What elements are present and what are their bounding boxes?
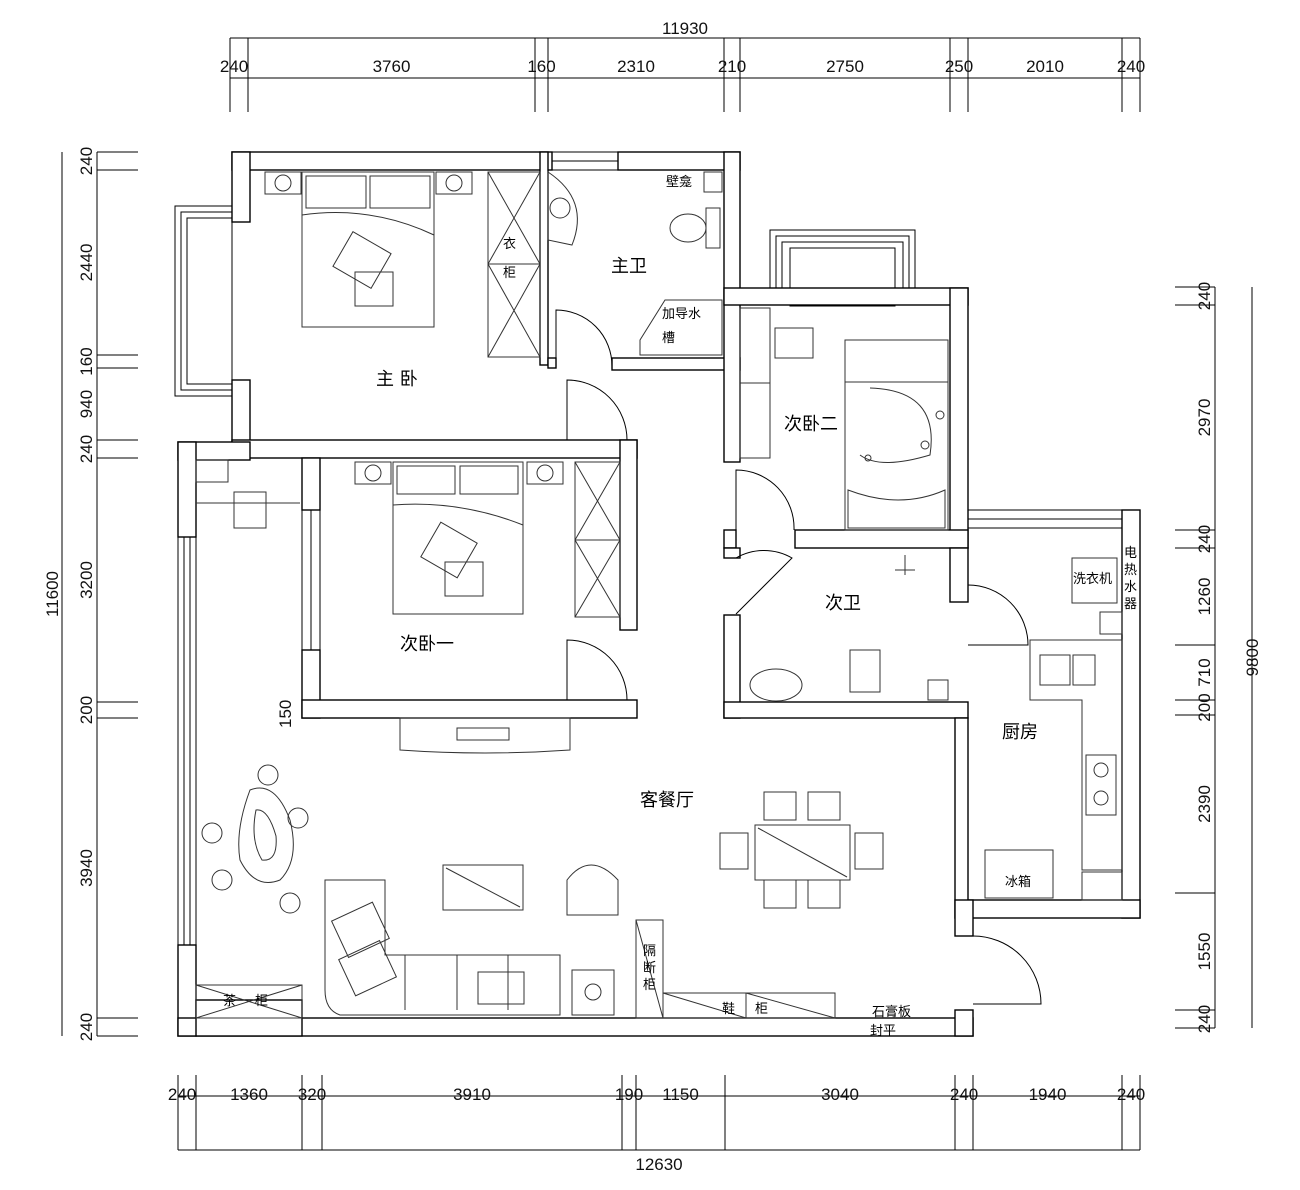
right-dimension-label: 240 — [1195, 282, 1214, 310]
top-dimension-label: 210 — [718, 57, 746, 76]
bottom-dimension-label: 240 — [1117, 1085, 1145, 1104]
partition-label-3: 柜 — [643, 978, 656, 993]
washer-label: 洗衣机 — [1073, 571, 1112, 587]
dimension-150: 150 — [276, 700, 295, 728]
left-dimension-label: 2440 — [77, 244, 96, 282]
partition-label-2: 断 — [643, 961, 656, 976]
left-dimension-label: 240 — [77, 1013, 96, 1041]
left-dimension-label: 240 — [77, 147, 96, 175]
top-dimension-label: 250 — [945, 57, 973, 76]
bottom-dimension-label: 1360 — [230, 1085, 268, 1104]
shoe-cabinet-label-2: 柜 — [755, 1002, 768, 1017]
top-total-dimension: 11930 — [662, 19, 708, 38]
gypsum-label-2: 封平 — [870, 1024, 896, 1039]
water-heater-label-4: 器 — [1124, 597, 1137, 612]
furniture — [195, 171, 1123, 1019]
bottom-total-dimension: 12630 — [635, 1155, 682, 1174]
bottom-dimension-label: 3910 — [453, 1085, 491, 1104]
tea-cabinet-label-2: 柜 — [255, 994, 268, 1009]
bottom-dimension-label: 240 — [168, 1085, 196, 1104]
left-dimension-label: 3940 — [77, 849, 96, 887]
partition-label: 隔 — [643, 944, 656, 959]
room-labels: 主 卧 主卫 次卧二 次卧一 次卫 厨房 客餐厅 — [376, 256, 1038, 811]
water-heater-label: 电 — [1124, 546, 1137, 561]
right-dimension-label: 2970 — [1195, 399, 1214, 437]
room-living-dining: 客餐厅 — [640, 790, 694, 811]
top-dimension-label: 2750 — [826, 57, 864, 76]
top-dimension-label: 2310 — [617, 57, 655, 76]
room-kitchen: 厨房 — [1002, 722, 1038, 743]
wardrobe-label: 衣 — [503, 236, 516, 252]
top-dimension-label: 240 — [1117, 57, 1145, 76]
left-dimension-label: 160 — [77, 347, 96, 375]
sink-label: 加导水 — [662, 307, 701, 322]
water-heater-label-2: 热 — [1124, 563, 1137, 578]
right-dimension-label: 1550 — [1195, 933, 1214, 971]
left-dimension-label: 940 — [77, 390, 96, 418]
shoe-cabinet-label: 鞋 — [722, 1001, 735, 1017]
room-master-bath: 主卫 — [611, 256, 647, 277]
room-bedroom-one: 次卧一 — [400, 634, 454, 655]
bottom-dimension-label: 240 — [950, 1085, 978, 1104]
left-dimension-label: 200 — [77, 696, 96, 724]
top-dimension-label: 3760 — [373, 57, 411, 76]
gypsum-label: 石膏板 — [872, 1004, 911, 1020]
left-total-dimension: 11600 — [43, 571, 62, 617]
bottom-dimension-label: 1150 — [662, 1085, 699, 1104]
room-second-bath: 次卫 — [825, 593, 861, 614]
tea-cabinet-label: 茶 — [223, 993, 236, 1009]
right-dimension-label: 1260 — [1195, 578, 1214, 616]
water-heater-label-3: 水 — [1124, 580, 1137, 595]
walls — [174, 151, 1141, 1037]
right-dimension-label: 240 — [1195, 525, 1214, 553]
bottom-dimension-label: 320 — [298, 1085, 326, 1104]
room-master-bedroom: 主 卧 — [376, 369, 418, 390]
bottom-dimension-label: 3040 — [821, 1085, 859, 1104]
bottom-dimension-label: 190 — [615, 1085, 643, 1104]
top-dimension-label: 2010 — [1026, 57, 1064, 76]
wardrobe-label-2: 柜 — [503, 266, 516, 281]
right-dimension-label: 240 — [1195, 1005, 1214, 1033]
dimension-lines: 11930 240 3760 160 2310 210 2750 250 2010 240 1263… — [43, 19, 1262, 1174]
bottom-dimension-label: 1940 — [1029, 1085, 1067, 1104]
top-dimension-label: 160 — [527, 57, 555, 76]
right-dimension-label: 710 — [1195, 658, 1214, 686]
right-dimension-label: 2390 — [1195, 785, 1214, 823]
left-dimension-label: 240 — [77, 435, 96, 463]
room-bedroom-two: 次卧二 — [784, 414, 838, 435]
right-total-dimension: 9800 — [1243, 639, 1262, 677]
top-dimension-label: 240 — [220, 57, 248, 76]
right-dimension-label: 200 — [1195, 693, 1214, 721]
doors — [555, 309, 1042, 1005]
sink-label-2: 槽 — [662, 331, 675, 346]
fridge-label: 冰箱 — [1005, 874, 1031, 890]
niche-label: 壁龛 — [666, 175, 692, 190]
left-dimension-label: 3200 — [77, 561, 96, 599]
fixture-labels: 衣 柜 壁龛 加导水 槽 电 热 水 器 洗衣机 冰箱 隔 断 柜 鞋 柜 茶 … — [223, 175, 1137, 1039]
